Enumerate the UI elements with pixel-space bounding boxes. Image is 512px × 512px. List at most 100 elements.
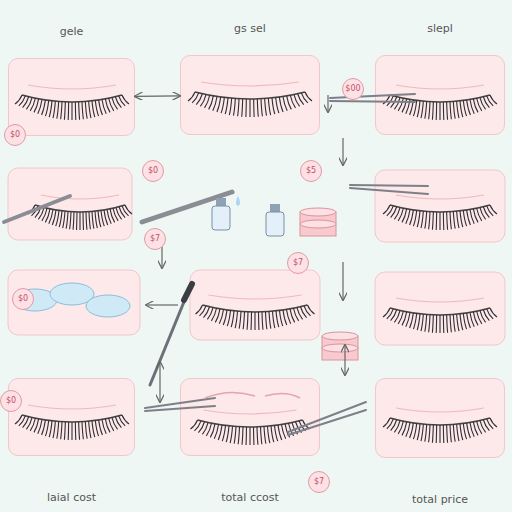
closed-eye bbox=[196, 295, 315, 330]
eyelash bbox=[63, 211, 65, 228]
eyelash bbox=[425, 315, 427, 332]
step-heading: gele bbox=[0, 25, 154, 38]
eyelash bbox=[64, 422, 66, 440]
eyelid bbox=[35, 205, 125, 212]
closed-eye bbox=[383, 298, 497, 333]
eyelash bbox=[387, 206, 394, 216]
eyelash bbox=[205, 95, 210, 108]
eyelash bbox=[102, 419, 106, 433]
eyelash bbox=[105, 419, 110, 433]
eyelash bbox=[102, 99, 106, 113]
eyelash bbox=[249, 99, 250, 117]
jar-top bbox=[300, 208, 336, 216]
eyelash bbox=[450, 315, 451, 333]
eyelash bbox=[76, 212, 78, 230]
eyelash bbox=[75, 422, 77, 440]
eyelash bbox=[470, 99, 474, 113]
eyelash bbox=[305, 92, 312, 101]
step-panel bbox=[8, 168, 132, 240]
eyelash bbox=[119, 207, 125, 218]
eyelash bbox=[283, 96, 287, 110]
eyelid bbox=[390, 95, 490, 102]
jar-body bbox=[300, 224, 336, 236]
eyelash bbox=[298, 94, 304, 105]
eyelash bbox=[109, 418, 114, 431]
eyelash bbox=[261, 427, 262, 445]
eyelash bbox=[225, 98, 228, 114]
eyelash bbox=[477, 208, 482, 221]
eyelash bbox=[30, 418, 35, 431]
step-panel: total ccost bbox=[180, 378, 320, 456]
eyelash bbox=[308, 305, 315, 314]
eyelash bbox=[413, 313, 416, 329]
eyelid bbox=[203, 305, 308, 312]
eyelid bbox=[22, 415, 122, 422]
eyelash bbox=[432, 315, 434, 333]
eyelash bbox=[402, 312, 407, 326]
eyelash bbox=[242, 427, 244, 445]
step-panel: total price bbox=[375, 378, 505, 458]
bottle bbox=[212, 198, 230, 230]
eyelash bbox=[453, 212, 455, 229]
eyelash bbox=[223, 310, 227, 325]
tweezers bbox=[288, 410, 366, 435]
eyelash bbox=[82, 212, 84, 230]
eyelash bbox=[443, 315, 445, 333]
flow-arrow bbox=[159, 362, 160, 402]
eyelash bbox=[199, 306, 206, 316]
eyelash bbox=[56, 210, 59, 226]
price-tag: $7 bbox=[308, 471, 330, 493]
eyelash bbox=[245, 99, 247, 117]
jar-top bbox=[322, 344, 358, 352]
eyelash bbox=[247, 312, 249, 330]
eyelash bbox=[473, 422, 478, 436]
eyelash bbox=[256, 427, 258, 445]
brush bbox=[142, 192, 232, 222]
eyelash bbox=[421, 314, 423, 331]
eyelash bbox=[394, 311, 400, 323]
eyelash bbox=[209, 96, 214, 110]
eyelash bbox=[28, 205, 35, 214]
eyelash bbox=[387, 309, 394, 319]
eyelash bbox=[207, 308, 213, 320]
eyelash bbox=[34, 419, 39, 433]
eyelash bbox=[38, 208, 44, 220]
eyelash bbox=[226, 426, 229, 442]
eyelash bbox=[417, 314, 420, 330]
eyelash bbox=[446, 425, 448, 443]
eyelash bbox=[261, 99, 262, 117]
eyelash bbox=[432, 425, 434, 443]
eyelash bbox=[480, 208, 486, 220]
eyelash bbox=[78, 422, 80, 440]
eyelash bbox=[92, 421, 95, 437]
eyelash bbox=[413, 423, 416, 439]
eyelash bbox=[26, 418, 32, 430]
eyelash bbox=[287, 309, 291, 323]
eyelash bbox=[417, 424, 420, 440]
eyelash bbox=[272, 98, 275, 114]
eyelash bbox=[450, 425, 451, 443]
eyelash bbox=[283, 310, 287, 325]
step-panel: slepl bbox=[375, 55, 505, 135]
eyelash bbox=[460, 101, 463, 117]
eyelash bbox=[443, 425, 445, 443]
eyelash bbox=[238, 427, 239, 445]
eyelash bbox=[196, 305, 203, 314]
jar-body bbox=[300, 212, 336, 224]
eyelash bbox=[483, 420, 489, 431]
price-tag: $7 bbox=[144, 228, 166, 250]
eyelash bbox=[192, 93, 199, 103]
step-heading: slepl bbox=[356, 22, 512, 35]
eyelash bbox=[391, 97, 397, 108]
eyelash bbox=[410, 423, 414, 438]
eye-crease bbox=[396, 195, 484, 199]
eyelash bbox=[233, 99, 235, 116]
eyelash bbox=[107, 209, 111, 223]
eyelash bbox=[254, 312, 255, 330]
eyelash bbox=[258, 312, 260, 330]
eyelash bbox=[198, 422, 204, 433]
gel-pad bbox=[50, 283, 94, 305]
eyelash bbox=[490, 418, 497, 427]
eyelash bbox=[473, 99, 478, 113]
eyelid bbox=[22, 95, 122, 102]
